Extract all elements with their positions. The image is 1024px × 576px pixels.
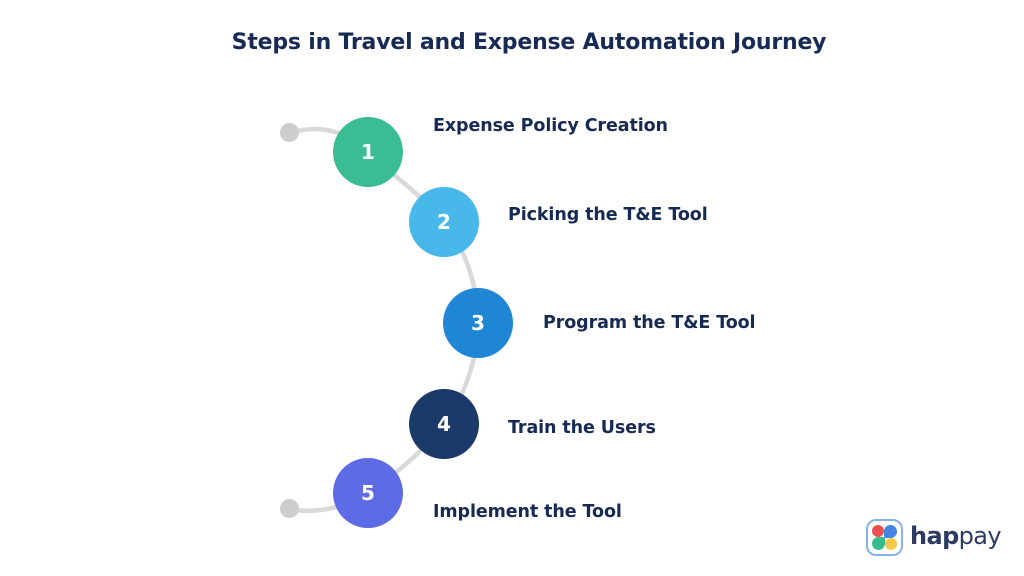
logo-text-bold: hap xyxy=(910,522,959,550)
step-number-4: 4 xyxy=(437,412,451,436)
logo-petal-green-icon xyxy=(872,537,885,550)
step-label-2: Picking the T&E Tool xyxy=(508,205,708,225)
logo-petal-yellow-icon xyxy=(885,538,897,550)
step-circle-4: 4 xyxy=(409,389,479,459)
happay-logo: happay xyxy=(866,519,1002,556)
logo-petal-blue-icon xyxy=(884,525,897,538)
step-number-5: 5 xyxy=(361,481,375,505)
step-label-5: Implement the Tool xyxy=(433,502,622,522)
step-circle-1: 1 xyxy=(333,117,403,187)
page-title: Steps in Travel and Expense Automation J… xyxy=(231,30,827,55)
step-label-3: Program the T&E Tool xyxy=(543,313,756,333)
logo-text-light: pay xyxy=(958,522,1002,550)
step-number-2: 2 xyxy=(437,210,451,234)
step-circle-2: 2 xyxy=(409,187,479,257)
step-number-1: 1 xyxy=(361,140,375,164)
curve-end-dot xyxy=(280,499,299,518)
step-label-4: Train the Users xyxy=(508,418,656,438)
logo-petal-red-icon xyxy=(872,525,884,537)
step-label-1: Expense Policy Creation xyxy=(433,116,668,136)
curve-start-dot xyxy=(280,123,299,142)
step-number-3: 3 xyxy=(471,311,485,335)
step-circle-5: 5 xyxy=(333,458,403,528)
step-circle-3: 3 xyxy=(443,288,513,358)
happay-logo-icon xyxy=(866,519,903,556)
happay-logo-text: happay xyxy=(910,522,1002,551)
